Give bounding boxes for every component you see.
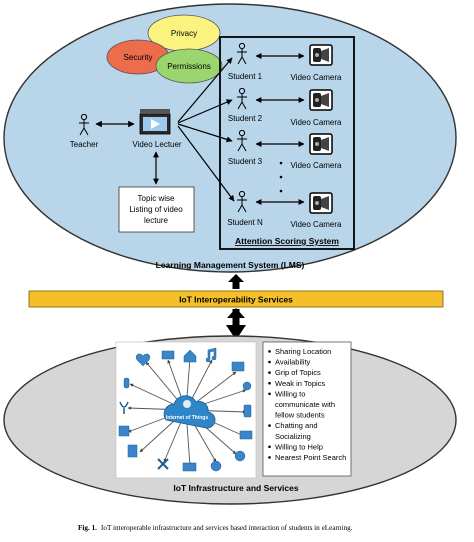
student-n-label: Student N (227, 218, 263, 227)
service-item: Willing to (275, 389, 305, 398)
service-bullet (268, 371, 271, 374)
lms-bar-arrow (228, 274, 244, 289)
camera-n-label: Video Camera (291, 220, 343, 229)
service-bullet (268, 350, 271, 353)
music-icon (205, 347, 217, 363)
attention-system-box (219, 36, 355, 250)
iot-interoperability-label: IoT Interoperability Services (179, 295, 293, 305)
attention-system-label: Attention Scoring System (235, 236, 339, 246)
video-icon (231, 361, 245, 372)
chart-icon (161, 350, 175, 360)
topic-line-3: lecture (144, 216, 169, 225)
service-item: communicate with (275, 400, 335, 409)
teacher-label: Teacher (70, 140, 99, 149)
bar-iot-arrow (226, 308, 246, 340)
service-item: Weak in Topics (275, 379, 325, 388)
growth-icon (118, 425, 130, 437)
permissions-label: Permissions (167, 62, 211, 71)
service-item: Availability (275, 358, 311, 367)
video-lecture-icon (139, 109, 171, 135)
privacy-label: Privacy (171, 29, 197, 38)
chat-icon (234, 450, 246, 462)
service-item: Socializing (275, 432, 311, 441)
student-2-label: Student 2 (228, 114, 263, 123)
permissions-bubble: Permissions (155, 48, 223, 84)
privacy-bubble: Privacy (147, 14, 221, 52)
services-list-box (262, 341, 352, 477)
service-bullet (268, 360, 271, 364)
service-item: Sharing Location (275, 347, 331, 356)
ellipsis-dots (279, 161, 283, 193)
phone-icon (243, 404, 252, 418)
service-bullet (268, 381, 271, 385)
camera-1-icon (309, 44, 333, 66)
caption-text: IoT interoperable infrastructure and ser… (100, 524, 353, 532)
iot-cloud-icon: Internet of Things (163, 395, 216, 429)
heart-icon (135, 353, 151, 367)
topic-listing-box (118, 186, 195, 233)
truck-icon (182, 462, 197, 472)
service-item: Chatting and (275, 421, 318, 430)
camera-3-icon (309, 133, 333, 155)
lms-title: Learning Management System (LMS) (156, 260, 305, 270)
clipboard-icon (127, 444, 138, 458)
service-item: Willing to Help (275, 442, 323, 451)
home-icon (183, 349, 197, 363)
lms-ellipse (3, 3, 457, 273)
student-3-label: Student 3 (228, 157, 263, 166)
video-lecturer-label: Video Lectuer (132, 140, 182, 149)
camera-n-icon (309, 192, 333, 214)
lecturer-student-arrows (177, 57, 235, 202)
service-item: Grip of Topics (275, 368, 321, 377)
topic-line-2: Listing of video (129, 205, 183, 214)
service-item: fellow students (275, 411, 325, 420)
topic-line-1: Topic wise (138, 194, 175, 203)
service-bullet (268, 392, 271, 396)
tools-icon (157, 458, 169, 470)
camera-icon (242, 381, 252, 391)
service-bullet (268, 445, 271, 449)
service-bullet (268, 424, 271, 427)
iot-interoperability-bar (28, 290, 444, 308)
mic-icon (123, 377, 130, 389)
stethoscope-icon (119, 401, 129, 414)
student-1-label: Student 1 (228, 72, 263, 81)
camera-2-icon (309, 89, 333, 111)
figure-caption: Fig. 1.IoT interoperable infrastructure … (78, 524, 468, 532)
camera-2-label: Video Camera (291, 118, 343, 127)
camera-3-label: Video Camera (291, 161, 343, 170)
security-label: Security (124, 53, 153, 62)
figure-label: Fig. 1. (78, 524, 97, 532)
iot-device-icons (118, 347, 253, 472)
clock-icon (210, 460, 222, 472)
mail-icon (239, 430, 253, 440)
service-item: Nearest Point Search (275, 453, 346, 462)
iot-title: IoT Infrastructure and Services (173, 483, 298, 493)
service-bullet (268, 456, 271, 459)
camera-1-label: Video Camera (291, 73, 343, 82)
iot-cloud-label: Internet of Things (166, 415, 208, 421)
